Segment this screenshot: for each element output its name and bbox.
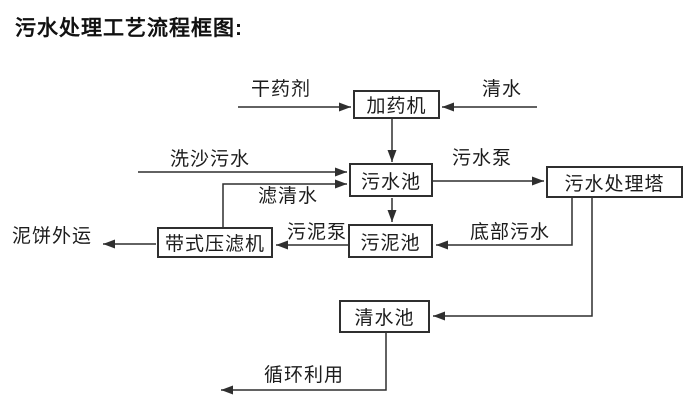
label-clean-water-in: 清水 [482,79,523,100]
label-filtered-water: 滤清水 [258,186,319,207]
label-mud-cake-out: 泥饼外运 [12,226,93,247]
box-belt-filter-press: 带式压滤机 [157,227,273,258]
arrow-clean-water-pool-to-recycle-use [221,333,387,395]
label-recycle-use: 循环利用 [264,365,345,386]
label-sewage-pump: 污水泵 [452,148,513,169]
box-sewage-treatment-tower: 污水处理塔 [546,166,683,198]
label-dry-agent: 干药剂 [251,79,312,100]
arrow-treatment-tower-to-clean-water-pool [433,198,593,321]
arrow-filtered-water-to-sewage-pool [222,179,347,227]
box-clean-water-pool: 清水池 [339,300,430,333]
label-bottom-sewage: 底部污水 [470,222,551,243]
page-title: 污水处理工艺流程框图: [15,17,243,40]
arrow-bottom-sewage-to-sludge-pool [436,198,573,250]
label-sludge-pump: 污泥泵 [287,222,348,243]
box-sludge-pool: 污泥池 [348,224,433,258]
box-dosing-machine: 加药机 [353,90,440,119]
label-sand-washing-sewage: 洗沙污水 [170,149,251,170]
box-sewage-pool: 污水池 [349,163,433,197]
